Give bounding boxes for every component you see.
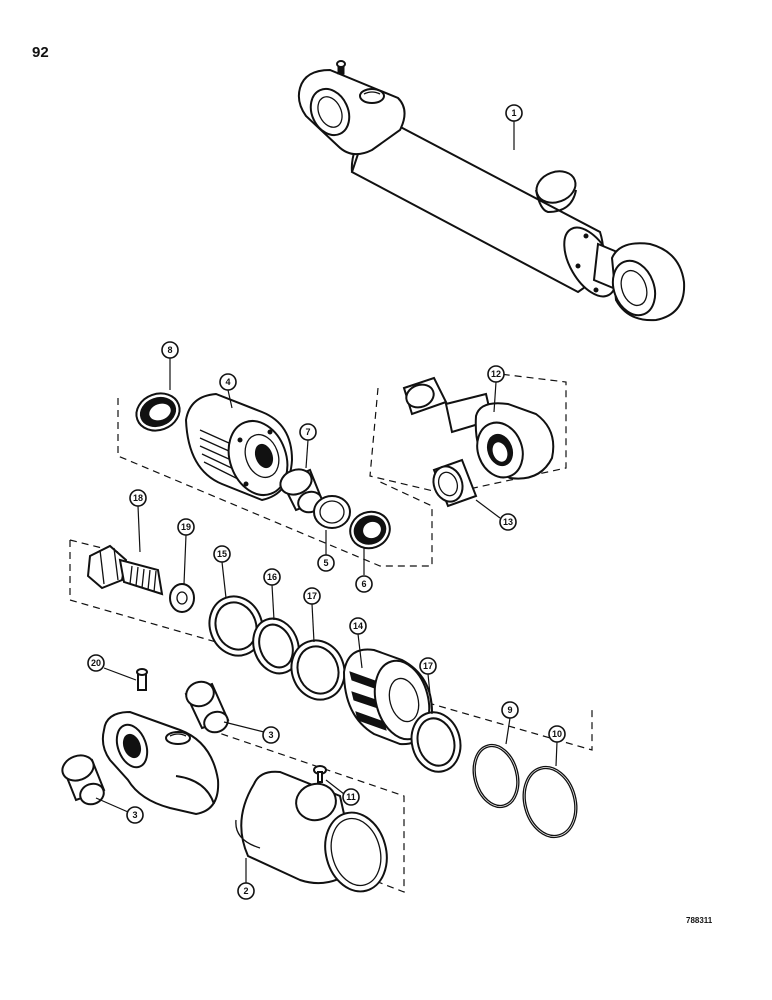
svg-text:14: 14 (353, 621, 363, 631)
head-group-outline (117, 398, 433, 567)
callout-12: 12 (487, 365, 505, 383)
callout-3-upper: 3 (262, 726, 280, 744)
callout-4: 4 (219, 373, 237, 391)
svg-text:18: 18 (133, 493, 143, 503)
callout-8: 8 (161, 341, 179, 359)
svg-text:6: 6 (361, 579, 366, 589)
callout-1: 1 (505, 104, 523, 122)
head-bushing (279, 468, 324, 514)
grease-fitting (136, 668, 148, 691)
washer (169, 583, 195, 613)
callout-20: 20 (87, 654, 105, 672)
svg-text:5: 5 (323, 558, 328, 568)
svg-text:8: 8 (167, 345, 172, 355)
svg-text:12: 12 (491, 369, 501, 379)
svg-text:16: 16 (267, 572, 277, 582)
cylinder-tube (235, 770, 388, 893)
callout-18: 18 (129, 489, 147, 507)
svg-text:2: 2 (243, 886, 248, 896)
piston (342, 648, 434, 746)
rod-eye-bushing (432, 458, 478, 508)
svg-text:4: 4 (225, 377, 230, 387)
seal-ring-17b (410, 711, 462, 773)
svg-text:7: 7 (305, 427, 310, 437)
callout-17-left: 17 (303, 587, 321, 605)
page-number: 92 (32, 44, 49, 61)
callout-11: 11 (342, 788, 360, 806)
rod-seal (349, 510, 391, 550)
svg-text:1: 1 (511, 108, 516, 118)
seal-ring-17a (290, 639, 346, 701)
wiper-seal (135, 392, 181, 432)
svg-text:15: 15 (217, 549, 227, 559)
callout-5: 5 (317, 554, 335, 572)
svg-text:11: 11 (346, 792, 356, 802)
bushing-lower (61, 754, 106, 806)
callout-3-lower: 3 (126, 806, 144, 824)
rod-group-outline (369, 373, 567, 495)
svg-text:10: 10 (552, 729, 562, 739)
svg-text:20: 20 (91, 658, 101, 668)
callout-10: 10 (548, 725, 566, 743)
callout-16: 16 (263, 568, 281, 586)
piston-group-outline (69, 540, 593, 751)
callout-6: 6 (355, 575, 373, 593)
head-ring (313, 495, 351, 529)
backup-ring (522, 765, 578, 839)
callout-13: 13 (499, 513, 517, 531)
bushing-upper (184, 680, 230, 734)
leader-lines (95, 120, 558, 884)
drawing-reference-number: 788311 (686, 916, 713, 925)
svg-text:3: 3 (132, 810, 137, 820)
piston-bolt (86, 544, 164, 596)
barrel-group-outline (209, 729, 405, 893)
callout-15: 15 (213, 545, 231, 563)
callout-7: 7 (299, 423, 317, 441)
callout-9: 9 (501, 701, 519, 719)
wear-ring-15 (208, 595, 264, 657)
cylinder-head (184, 392, 294, 502)
base-end-cap (101, 710, 220, 816)
svg-text:17: 17 (307, 591, 317, 601)
callout-14: 14 (349, 617, 367, 635)
callout-17-right: 17 (419, 657, 437, 675)
callout-2: 2 (237, 882, 255, 900)
svg-text:17: 17 (423, 661, 433, 671)
piston-rod (402, 376, 555, 480)
svg-text:3: 3 (268, 730, 273, 740)
o-ring (472, 743, 520, 809)
assembled-cylinder (297, 60, 686, 322)
callout-19: 19 (177, 518, 195, 536)
bleed-screw (313, 765, 327, 783)
wear-ring-16 (252, 617, 300, 675)
svg-text:13: 13 (503, 517, 513, 527)
svg-text:9: 9 (507, 705, 512, 715)
svg-text:19: 19 (181, 522, 191, 532)
